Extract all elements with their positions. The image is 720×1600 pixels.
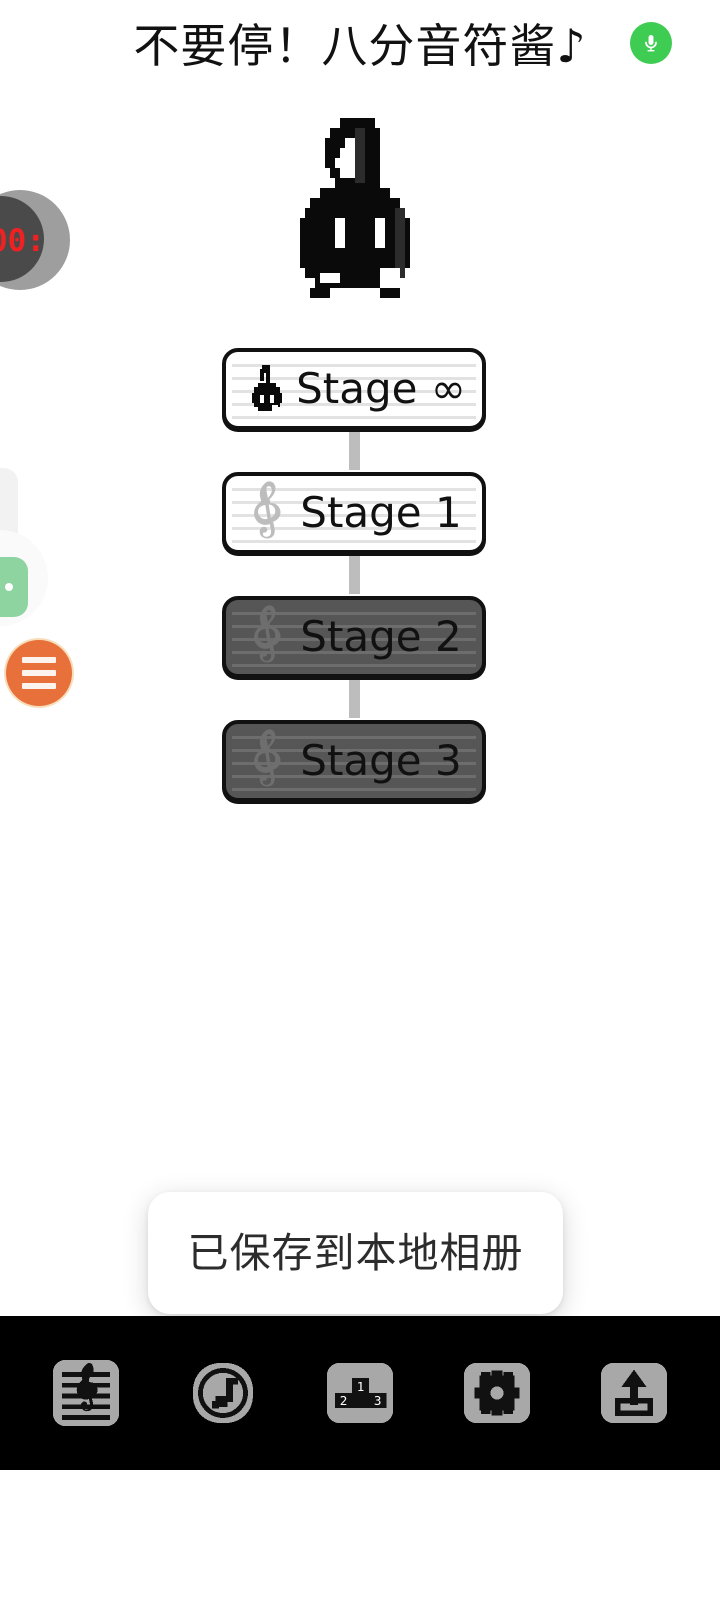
- svg-text:2: 2: [340, 1393, 348, 1408]
- toolbar-settings-button[interactable]: [457, 1353, 537, 1433]
- toolbar-ranking-button[interactable]: 1 2 3: [320, 1353, 400, 1433]
- stage-label: Stage 1: [300, 488, 462, 537]
- character-pixel-art: [300, 118, 410, 298]
- timer-value: 00:00: [0, 223, 44, 259]
- staff-lines: [232, 364, 476, 420]
- stage-button-1[interactable]: Stage 1: [222, 472, 486, 554]
- treble-clef-icon: [238, 478, 294, 548]
- staff-lines: [232, 736, 476, 792]
- bottom-safe-area: [0, 1470, 720, 1600]
- bottom-toolbar: 1 2 3: [0, 1316, 720, 1470]
- stage-connector: [349, 550, 360, 594]
- podium-ranking-icon: 1 2 3: [321, 1354, 399, 1432]
- sheet-music-icon: [47, 1354, 125, 1432]
- more-dots-icon: [0, 583, 13, 591]
- music-note-disc-icon: [184, 1354, 262, 1432]
- microphone-icon: [639, 31, 663, 55]
- stage-button-2[interactable]: Stage 2: [222, 596, 486, 678]
- eighth-note-chan-sprite: [270, 108, 440, 308]
- treble-clef-icon: [238, 602, 294, 672]
- eighth-note-chan-icon: [238, 354, 294, 424]
- svg-text:1: 1: [357, 1379, 365, 1394]
- staff-lines: [232, 488, 476, 544]
- microphone-button[interactable]: [630, 22, 672, 64]
- menu-fab-button[interactable]: [6, 640, 72, 706]
- treble-clef-icon: [238, 726, 294, 796]
- staff-lines: [232, 612, 476, 668]
- toolbar-sheet-music-button[interactable]: [46, 1353, 126, 1433]
- stage-label: Stage ∞: [296, 364, 466, 413]
- stage-button-3[interactable]: Stage 3: [222, 720, 486, 802]
- upload-share-icon: [595, 1354, 673, 1432]
- green-more-button[interactable]: [0, 557, 28, 617]
- stage-connector: [349, 674, 360, 718]
- stage-label: Stage 3: [300, 736, 462, 785]
- toast-message: 已保存到本地相册: [187, 1229, 524, 1277]
- toolbar-music-note-button[interactable]: [183, 1353, 263, 1433]
- toolbar-share-button[interactable]: [594, 1353, 674, 1433]
- gear-settings-icon: [458, 1354, 536, 1432]
- stage-label: Stage 2: [300, 612, 462, 661]
- stage-connector: [349, 426, 360, 470]
- svg-text:3: 3: [374, 1393, 382, 1408]
- page-title: 不要停！八分音符酱♪: [133, 19, 587, 73]
- toast-notification: 已保存到本地相册: [148, 1192, 563, 1314]
- title-bar: 不要停！八分音符酱♪: [0, 0, 720, 95]
- stage-button-infinity[interactable]: Stage ∞: [222, 348, 486, 430]
